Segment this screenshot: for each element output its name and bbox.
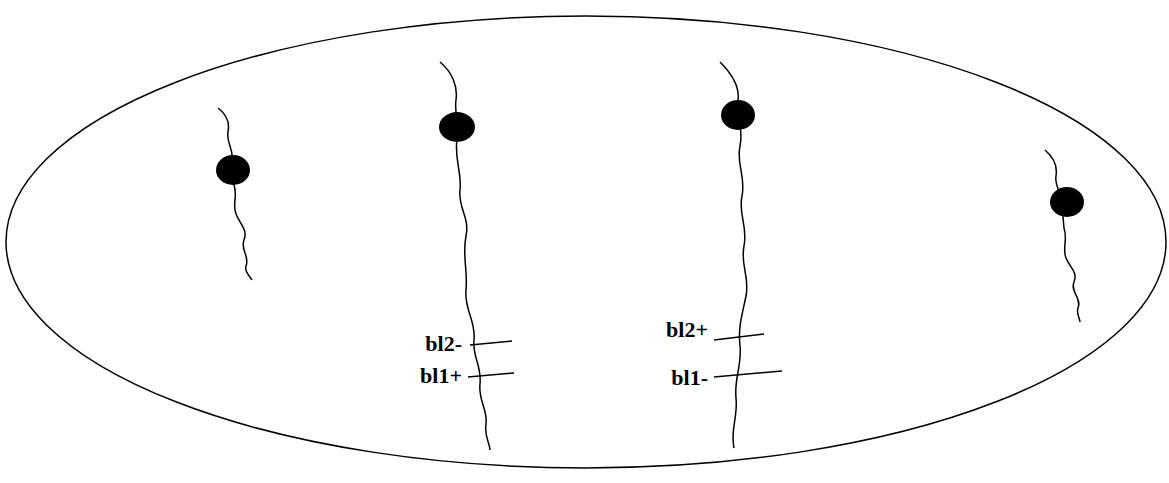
chromosome bbox=[218, 108, 252, 280]
chromosome bbox=[440, 62, 490, 450]
centromere bbox=[216, 155, 250, 185]
marker-tick bbox=[714, 334, 764, 340]
marker-tick bbox=[714, 371, 782, 377]
gene-marker-label: bl2+ bbox=[666, 319, 708, 341]
gene-marker-label: bl2- bbox=[425, 333, 462, 355]
centromere bbox=[439, 112, 475, 142]
chromosome bbox=[1045, 150, 1080, 322]
gene-marker-label: bl1- bbox=[671, 367, 708, 389]
marker-tick bbox=[470, 341, 512, 345]
gene-marker-label: bl1+ bbox=[420, 365, 462, 387]
nucleus-outline bbox=[6, 16, 1166, 468]
marker-tick bbox=[468, 373, 514, 377]
centromere bbox=[721, 100, 755, 130]
centromere bbox=[1050, 187, 1084, 217]
